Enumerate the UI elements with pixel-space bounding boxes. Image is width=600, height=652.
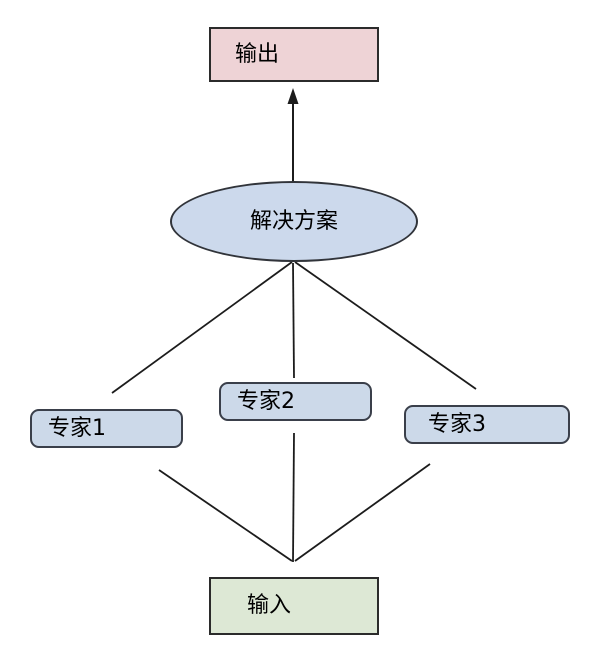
edge-input-to-expert1 <box>158 469 293 562</box>
solution-node[interactable]: 解决方案 <box>170 181 418 262</box>
edge-expert1-to-solution <box>111 261 293 394</box>
output-node[interactable]: 输出 <box>209 27 379 82</box>
solution-node-label: 解决方案 <box>249 208 338 234</box>
edge-input-to-expert3 <box>294 463 431 562</box>
expert-1-node-label: 专家1 <box>48 415 106 441</box>
expert-2-node[interactable]: 专家2 <box>219 382 372 421</box>
edge-expert2-to-solution <box>292 262 295 379</box>
expert-1-node[interactable]: 专家1 <box>30 409 183 448</box>
input-node-label: 输入 <box>247 593 292 618</box>
expert-3-node[interactable]: 专家3 <box>404 405 570 444</box>
expert-3-node-label: 专家3 <box>428 411 486 437</box>
input-node[interactable]: 输入 <box>209 577 379 635</box>
expert-2-node-label: 专家2 <box>237 388 295 414</box>
output-node-label: 输出 <box>235 41 280 67</box>
edge-input-to-expert2 <box>292 432 295 563</box>
edge-expert3-to-solution <box>294 261 477 390</box>
edge-solution-to-output <box>287 88 299 182</box>
